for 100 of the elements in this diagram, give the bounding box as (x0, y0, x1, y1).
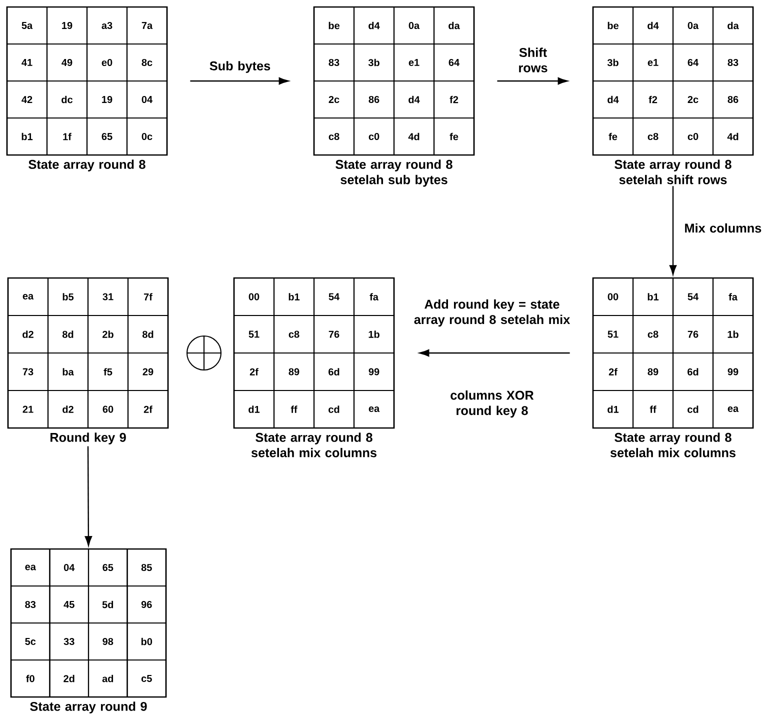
matrix-cell: 5a (6, 6, 48, 45)
matrix-cell: 45 (49, 585, 90, 624)
matrix-cell: 99 (712, 352, 754, 392)
matrix-label: State array round 8 setelah shift rows (614, 160, 732, 184)
matrix-cell: 4d (393, 117, 435, 156)
matrix-cell: 86 (353, 80, 395, 119)
matrix-cell: c0 (353, 117, 395, 156)
matrix-cell: 8d (47, 314, 89, 354)
matrix-cell: ad (88, 659, 128, 698)
matrix-cell: d4 (393, 80, 435, 119)
matrix-cell: c8 (273, 314, 315, 354)
matrix-cell: f5 (87, 352, 129, 392)
matrix-cell: b1 (6, 117, 48, 156)
matrix-cell: be (313, 6, 355, 45)
matrix-cell: 8c (126, 43, 168, 82)
matrix-cell: 65 (86, 117, 128, 156)
matrix-cell: 1b (353, 314, 395, 354)
matrix-cell: da (712, 6, 754, 45)
matrix-cell: 31 (87, 277, 129, 316)
matrix-cell: 54 (672, 277, 714, 316)
matrix-cell: 99 (353, 352, 395, 392)
matrix-cell: c8 (632, 117, 674, 156)
matrix-cell: 60 (87, 390, 129, 429)
matrix-cell: 64 (433, 43, 475, 82)
matrix-cell: 49 (46, 43, 88, 82)
matrix-cell: 2f (592, 352, 634, 392)
matrix-cell: 98 (88, 622, 128, 661)
matrix-cell: 2f (127, 390, 169, 429)
matrix-cell: cd (672, 390, 714, 429)
matrix-cell: 19 (46, 6, 88, 45)
arrow (84, 446, 92, 546)
matrix-cell: 7a (126, 6, 168, 45)
matrix-cell: 3b (592, 43, 634, 82)
matrix-cell: ea (712, 390, 754, 429)
matrix-cell: f0 (10, 659, 50, 698)
matrix-cell: 89 (632, 352, 674, 392)
matrix-cell: c5 (126, 659, 167, 698)
matrix-cell: cd (313, 390, 355, 429)
matrix-cell: 0a (393, 6, 435, 45)
matrix-cell: 76 (672, 314, 714, 354)
matrix-cell: 33 (49, 622, 90, 661)
arrow (497, 77, 568, 85)
matrix-cell: 83 (10, 585, 50, 624)
matrix-cell: 6d (672, 352, 714, 392)
matrix-cell: da (433, 6, 475, 45)
edge-label: Sub bytes (210, 61, 270, 73)
matrix-cell: 8d (127, 314, 169, 354)
matrix-cell: a3 (86, 6, 128, 45)
matrix-cell: fa (353, 277, 395, 316)
matrix-cell: 51 (592, 314, 634, 354)
matrix-cell: be (592, 6, 634, 45)
matrix-cell: e1 (393, 43, 435, 82)
matrix-cell: 21 (7, 390, 49, 429)
matrix-cell: f2 (632, 80, 674, 119)
matrix-cell: 2c (672, 80, 714, 119)
edge-label: Add round key = state array round 8 setelah mix (414, 299, 570, 327)
matrix-cell: f2 (433, 80, 475, 119)
matrix-cell: dc (46, 80, 88, 119)
matrix-cell: d4 (353, 6, 395, 45)
matrix-cell: ea (7, 277, 49, 316)
matrix-cell: 04 (126, 80, 168, 119)
matrix-label: State array round 8 setelah mix columns (251, 432, 376, 458)
matrix-cell: 6d (313, 352, 355, 392)
matrix-cell: d1 (592, 390, 634, 429)
matrix-cell: 64 (672, 43, 714, 82)
edge-label: Mix columns (685, 223, 762, 233)
matrix-cell: 83 (712, 43, 754, 82)
matrix-cell: b1 (273, 277, 315, 316)
matrix-cell: 86 (712, 80, 754, 119)
matrix-cell: 89 (273, 352, 315, 392)
annotation-text: columns XOR round key 8 (450, 390, 534, 418)
matrix-cell: 0c (126, 117, 168, 156)
matrix-cell: b1 (632, 277, 674, 316)
matrix-cell: ff (273, 390, 315, 429)
matrix-label: State array round 8 setelah sub bytes (336, 160, 452, 187)
matrix-cell: 51 (233, 314, 275, 354)
edge-label: Shift rows (519, 48, 548, 72)
matrix-cell: 83 (313, 43, 355, 82)
matrix-cell: 00 (592, 277, 634, 316)
matrix-cell: 2b (87, 314, 129, 354)
matrix-cell: d2 (47, 390, 89, 429)
matrix-cell: c0 (672, 117, 714, 156)
arrow (669, 186, 677, 275)
matrix-cell: ea (10, 548, 50, 587)
matrix-cell: d1 (233, 390, 275, 429)
matrix-cell: c8 (313, 117, 355, 156)
matrix-cell: b5 (47, 277, 89, 316)
matrix-cell: 1b (712, 314, 754, 354)
matrix-cell: c8 (632, 314, 674, 354)
matrix-cell: 96 (126, 585, 167, 624)
matrix-cell: 4d (712, 117, 754, 156)
matrix-cell: fe (433, 117, 475, 156)
matrix-cell: 0a (672, 6, 714, 45)
matrix-cell: b0 (126, 622, 167, 661)
matrix-cell: 76 (313, 314, 355, 354)
arrow (419, 349, 570, 357)
matrix-cell: e0 (86, 43, 128, 82)
matrix-cell: 1f (46, 117, 88, 156)
matrix-cell: fe (592, 117, 634, 156)
matrix-cell: 73 (7, 352, 49, 392)
